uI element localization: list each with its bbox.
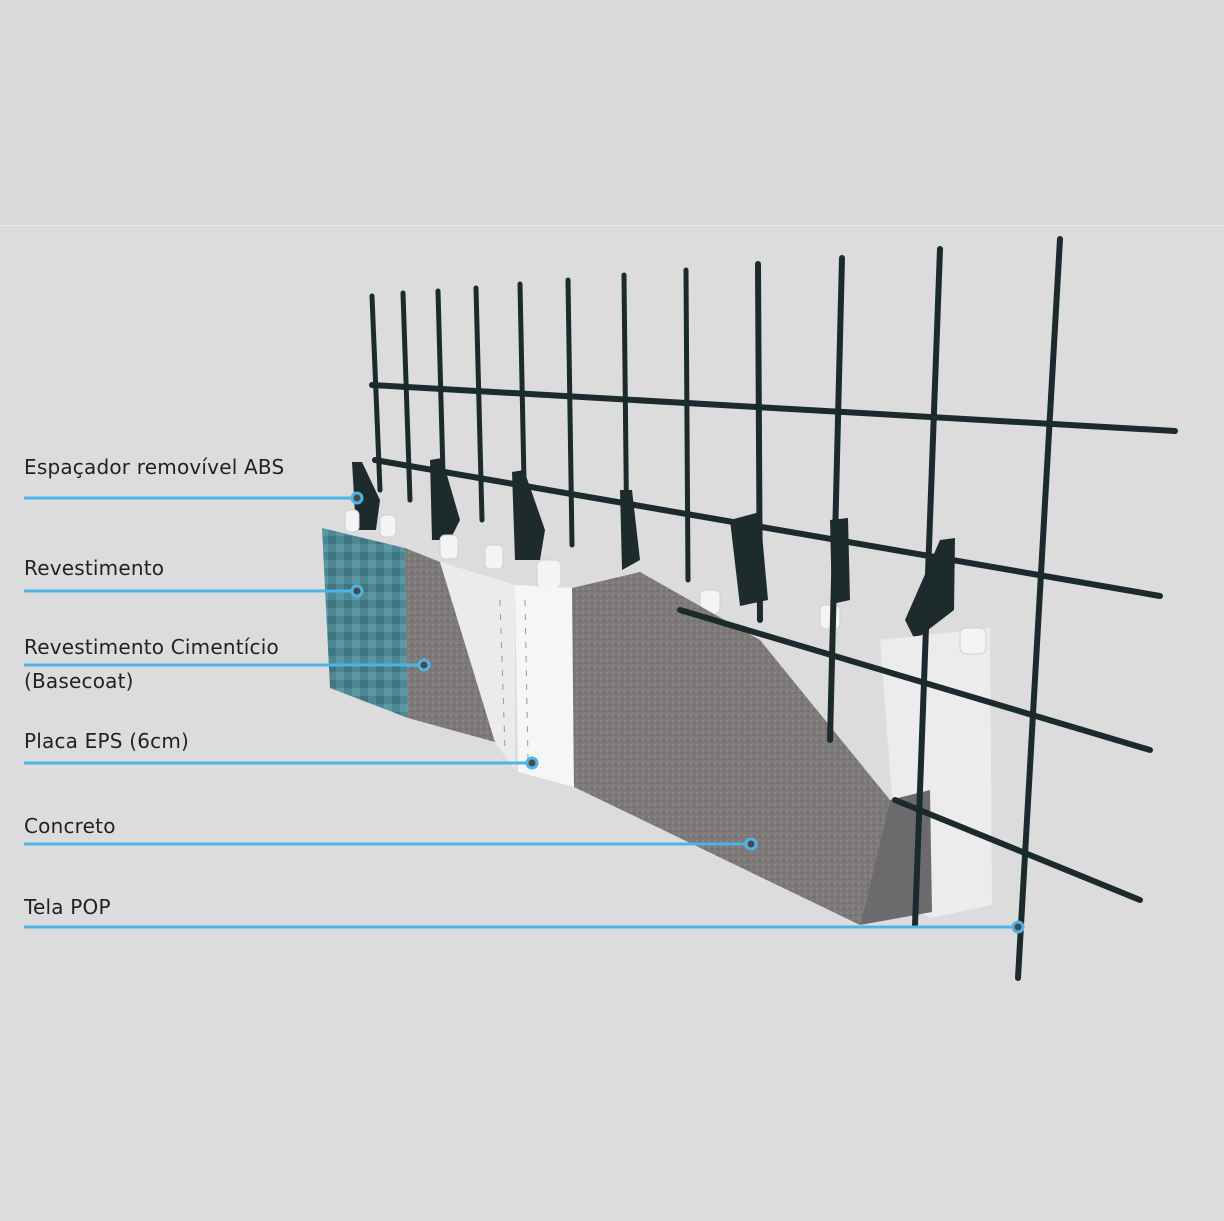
label-eps-plate: Placa EPS (6cm) bbox=[24, 729, 190, 753]
basecoat-layer bbox=[405, 548, 495, 742]
leader-dot bbox=[350, 584, 364, 598]
leader-lines bbox=[24, 491, 1025, 934]
label-abs-spacer: Espaçador removível ABS bbox=[24, 455, 285, 479]
leader-dot bbox=[525, 756, 539, 770]
label-cladding: Revestimento bbox=[24, 556, 165, 580]
label-concrete: Concreto bbox=[24, 814, 116, 838]
label-basecoat-sub: (Basecoat) bbox=[24, 669, 134, 693]
label-basecoat: Revestimento Cimentício bbox=[24, 635, 279, 659]
leader-dot bbox=[744, 837, 758, 851]
tile-cladding bbox=[322, 528, 408, 718]
label-mesh: Tela POP bbox=[24, 895, 111, 919]
leader-dot bbox=[350, 491, 364, 505]
top-band bbox=[0, 0, 1224, 226]
eps-plate bbox=[440, 562, 515, 770]
leader-dot bbox=[417, 658, 431, 672]
leader-dot bbox=[1011, 920, 1025, 934]
concrete-core bbox=[572, 572, 890, 925]
eps-plate-front bbox=[515, 585, 574, 787]
rebar-mesh-front bbox=[677, 236, 1153, 981]
